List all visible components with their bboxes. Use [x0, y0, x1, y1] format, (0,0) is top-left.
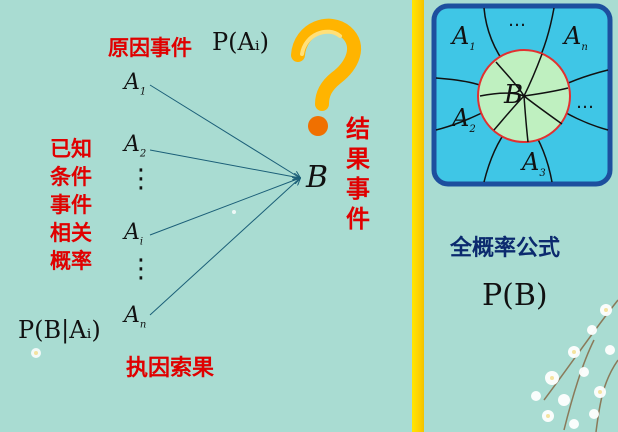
- question-mark-icon: [291, 18, 362, 136]
- flower-decoration: [31, 348, 41, 358]
- conditional-probability: P(B|Aᵢ): [18, 316, 101, 344]
- diagram-dots-right: …: [576, 92, 594, 113]
- diagram-b: B: [504, 80, 524, 110]
- left-label-line: 概率: [50, 249, 92, 273]
- event-a2: A2: [124, 132, 147, 160]
- result-events-label: 结 果 事 件: [346, 114, 370, 234]
- arrow-a1-b: [149, 84, 300, 178]
- event-an: An: [124, 303, 147, 331]
- cause-probability: P(Aᵢ): [212, 28, 270, 56]
- divider-bar: [412, 0, 424, 432]
- result-label-char: 结: [346, 115, 370, 143]
- formula-pb: P(B): [482, 278, 548, 313]
- vertical-dots-1: ⋮: [128, 164, 154, 194]
- cause-events-label: 原因事件: [108, 36, 192, 60]
- vertical-dots-2: ⋮: [128, 254, 154, 284]
- left-label-line: 事件: [50, 193, 92, 217]
- diagram-a3: A3: [522, 148, 546, 179]
- left-label-line: 相关: [50, 221, 92, 245]
- blossom-decoration: [531, 299, 618, 432]
- sparkle-dot: [232, 210, 236, 214]
- event-a1: A1: [124, 70, 147, 98]
- result-label-char: 件: [346, 205, 370, 233]
- left-label-line: 条件: [50, 165, 92, 189]
- diagram-an: An: [564, 22, 588, 53]
- partition-diagram: [431, 3, 613, 187]
- diagram-dots-top: …: [508, 10, 526, 31]
- result-label-char: 果: [346, 145, 370, 173]
- arrow-a2-b: [149, 149, 300, 178]
- arrow-ai-b: [149, 178, 300, 236]
- known-conditions-label: 已知 条件 事件 相关 概率: [50, 135, 92, 275]
- left-label-line: 已知: [50, 137, 92, 161]
- diagram-a2: A2: [452, 104, 476, 135]
- result-b: B: [306, 160, 329, 195]
- arrow-an-b: [149, 178, 300, 316]
- diagram-a1: A1: [452, 22, 476, 53]
- right-panel: A1 An A2 A3 B … … 全概率公式 P(B): [424, 0, 618, 432]
- formula-title: 全概率公式: [450, 236, 561, 261]
- result-label-char: 事: [346, 175, 370, 203]
- event-ai: Ai: [124, 220, 144, 248]
- arrow-layer: [31, 18, 362, 358]
- cause-to-effect-label: 执因索果: [126, 356, 215, 381]
